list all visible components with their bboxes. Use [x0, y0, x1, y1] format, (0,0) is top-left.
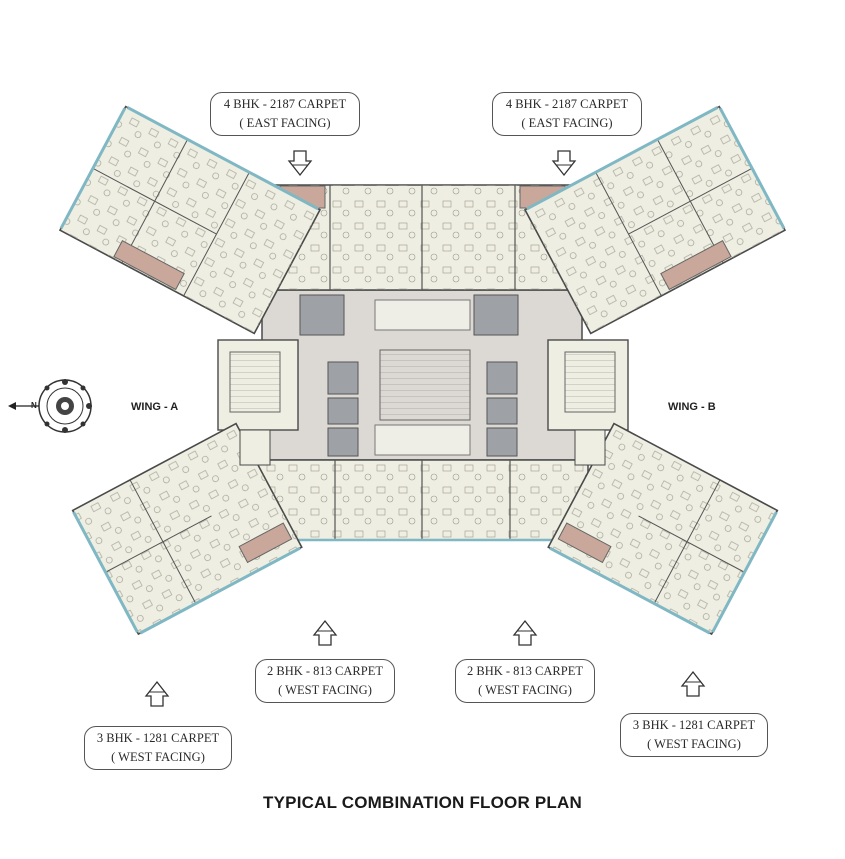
flat-3bhk-bottom-left [71, 422, 303, 636]
unit-label-top-left: 4 BHK - 2187 CARPET ( EAST FACING) [210, 92, 360, 136]
unit-label-line: ( WEST FACING) [111, 750, 205, 764]
flat-4bhk-top-right [523, 105, 787, 335]
compass-icon [8, 379, 92, 433]
upper-center-flats [261, 184, 583, 291]
wing-a-connector [239, 429, 271, 466]
flat-3bhk-bottom-right [547, 422, 779, 636]
up-arrow-icon [512, 619, 538, 646]
up-arrow-icon [144, 680, 170, 707]
unit-label-mid-right: 2 BHK - 813 CARPET ( WEST FACING) [455, 659, 595, 703]
unit-label-line: 4 BHK - 2187 CARPET [223, 97, 347, 111]
north-letter: N [31, 401, 37, 410]
flat-4bhk-top-left [58, 105, 322, 335]
down-arrow-icon [287, 150, 313, 177]
up-arrow-icon [312, 619, 338, 646]
unit-label-bottom-left: 3 BHK - 1281 CARPET ( WEST FACING) [84, 726, 232, 770]
down-arrow-icon [551, 150, 577, 177]
unit-label-line: ( EAST FACING) [521, 116, 613, 130]
central-core [217, 289, 629, 461]
unit-label-line: 2 BHK - 813 CARPET [267, 664, 383, 678]
unit-label-line: 3 BHK - 1281 CARPET [96, 731, 220, 745]
unit-label-line: ( WEST FACING) [478, 683, 572, 697]
unit-label-line: 2 BHK - 813 CARPET [467, 664, 583, 678]
unit-label-line: ( WEST FACING) [278, 683, 372, 697]
unit-label-line: ( EAST FACING) [239, 116, 331, 130]
unit-label-line: 3 BHK - 1281 CARPET [632, 718, 756, 732]
up-arrow-icon [680, 670, 706, 697]
wing-b-label: WING - B [668, 401, 716, 413]
wing-b-connector [574, 429, 606, 466]
plan-title: TYPICAL COMBINATION FLOOR PLAN [263, 793, 582, 812]
lower-center-flats [257, 459, 589, 542]
unit-label-top-right: 4 BHK - 2187 CARPET ( EAST FACING) [492, 92, 642, 136]
unit-label-mid-left: 2 BHK - 813 CARPET ( WEST FACING) [255, 659, 395, 703]
unit-label-line: 4 BHK - 2187 CARPET [505, 97, 629, 111]
unit-label-bottom-right: 3 BHK - 1281 CARPET ( WEST FACING) [620, 713, 768, 757]
unit-label-line: ( WEST FACING) [647, 737, 741, 751]
wing-a-label: WING - A [131, 401, 179, 413]
